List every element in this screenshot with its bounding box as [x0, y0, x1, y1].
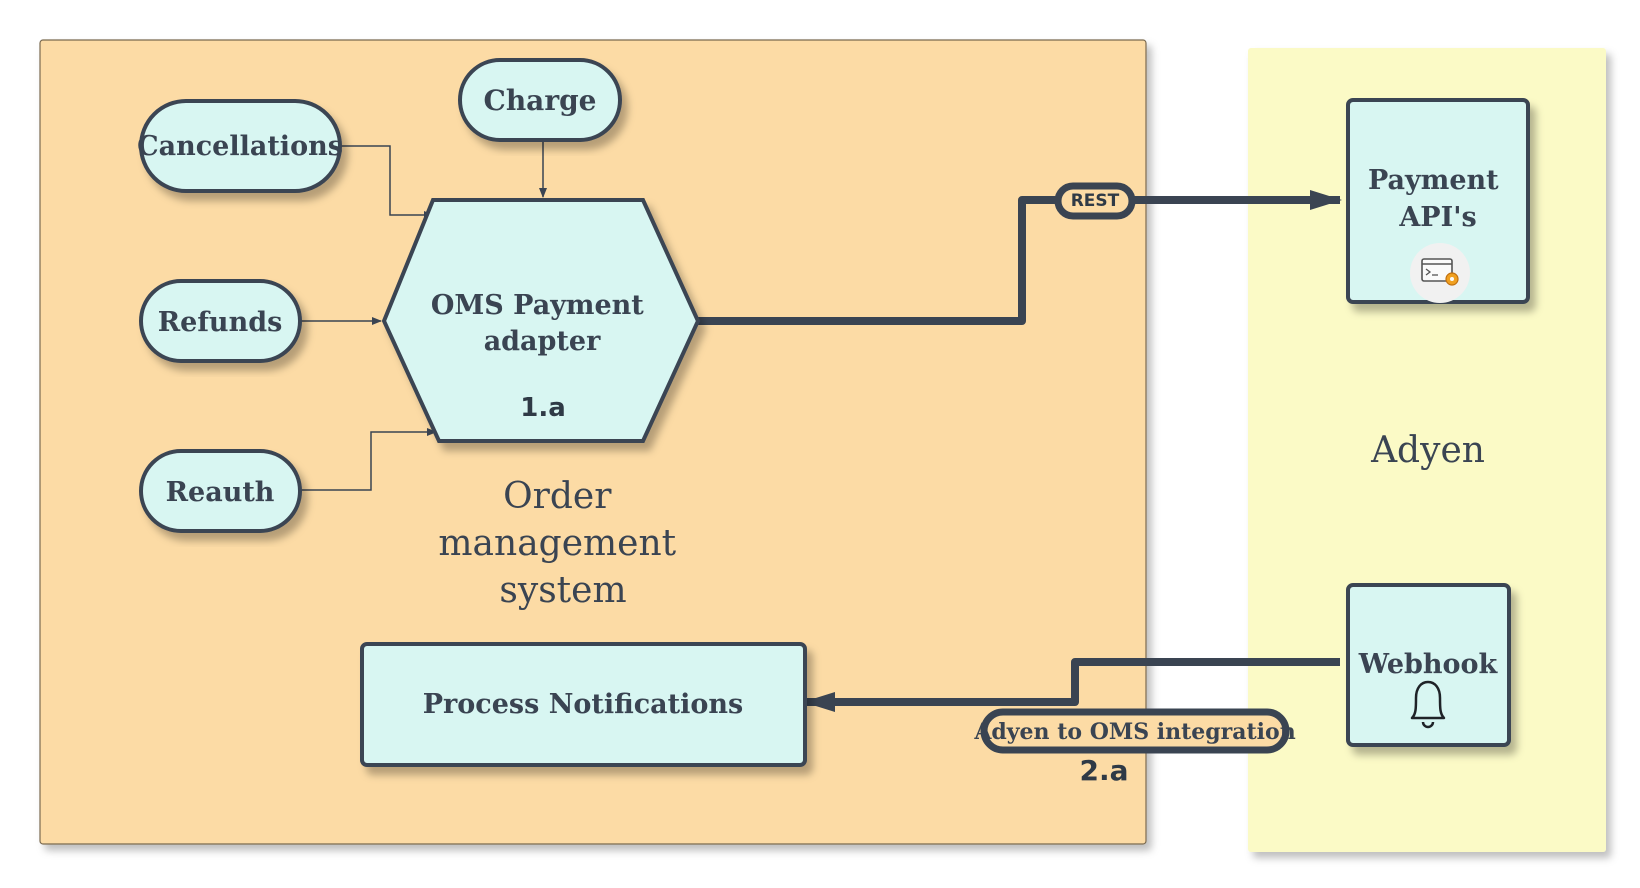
integration-id: 2.a	[1079, 754, 1128, 787]
integration-badge: Adyen to OMS integration	[973, 708, 1296, 754]
payment-api-label-line-1: Payment	[1368, 165, 1499, 196]
oms-payment-adapter-node[interactable]: OMS Payment adapter 1.a	[381, 198, 701, 443]
payment-api-node[interactable]: Payment API's	[1346, 98, 1530, 304]
adapter-label-line-1: OMS Payment	[431, 290, 644, 321]
oms-zone-label: Order management system	[438, 476, 687, 611]
edge-cancellations-to-adapter	[340, 145, 434, 219]
adapter-label-line-2: adapter	[484, 326, 601, 357]
cancellations-node[interactable]: Cancellations	[137, 99, 343, 193]
edge-reauth-to-adapter	[300, 428, 437, 491]
reauth-node[interactable]: Reauth	[139, 449, 302, 533]
rest-label: REST	[1071, 191, 1120, 211]
refunds-label: Refunds	[158, 307, 283, 338]
adyen-zone-label: Adyen	[1370, 430, 1485, 471]
bell-icon	[1410, 680, 1446, 729]
process-notifications-node[interactable]: Process Notifications	[360, 642, 807, 767]
edge-adapter-to-payment-api	[698, 190, 1342, 325]
reauth-label: Reauth	[166, 477, 275, 508]
oms-zone-label-line-2: management	[438, 523, 676, 564]
adapter-label: OMS Payment adapter	[431, 290, 653, 357]
webhook-node[interactable]: Webhook	[1346, 583, 1511, 747]
payment-api-label-line-2: API's	[1398, 202, 1476, 233]
edge-webhook-to-process-notifications	[803, 658, 1340, 712]
charge-label: Charge	[484, 84, 597, 117]
adapter-id: 1.a	[520, 393, 566, 423]
refunds-node[interactable]: Refunds	[139, 279, 302, 363]
payment-api-label: Payment API's	[1368, 165, 1508, 233]
terminal-gear-icon	[1410, 243, 1470, 303]
webhook-label: Webhook	[1358, 649, 1499, 680]
charge-node[interactable]: Charge	[458, 58, 622, 142]
cancellations-label: Cancellations	[137, 131, 343, 162]
rest-badge: REST	[1054, 182, 1136, 220]
process-notifications-label: Process Notifications	[423, 689, 744, 720]
oms-zone-label-line-3: system	[499, 570, 626, 611]
oms-zone-label-line-1: Order	[503, 476, 612, 517]
integration-label: Adyen to OMS integration	[973, 719, 1295, 745]
